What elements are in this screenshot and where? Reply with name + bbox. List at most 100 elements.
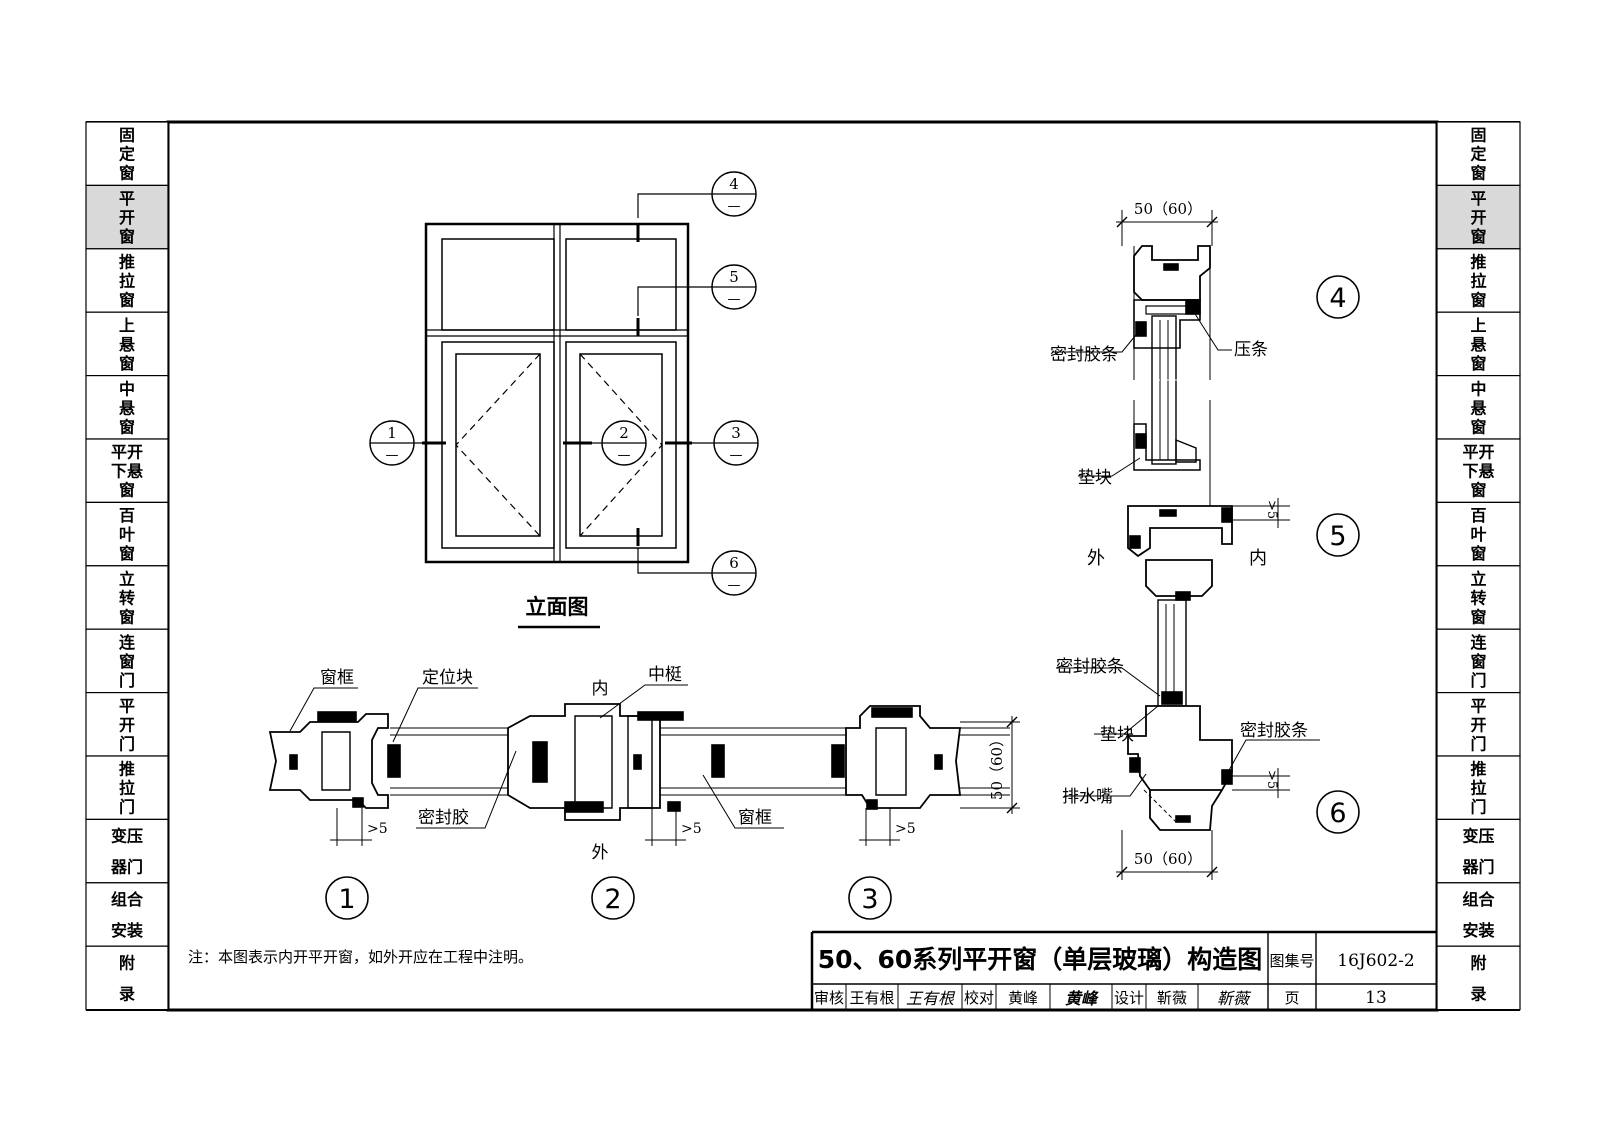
side-tab-label: 推 — [1470, 760, 1486, 779]
side-tab-right-7[interactable]: 百叶窗 — [1436, 501, 1521, 567]
designer-name: 靳薇 — [1157, 989, 1187, 1007]
sash-right — [565, 341, 677, 549]
side-tab-right-3[interactable]: 推拉窗 — [1436, 248, 1521, 313]
side-tab-right-8[interactable]: 立转窗 — [1436, 565, 1521, 630]
side-tabs-right: 固定窗平开窗推拉窗上悬窗中悬窗平开下悬窗百叶窗立转窗连窗门平开门推拉门变压器门组… — [1436, 121, 1521, 1011]
side-tab-left-8[interactable]: 立转窗 — [85, 565, 169, 630]
elevation-drawing — [392, 193, 714, 574]
side-tab-left-2[interactable]: 平开窗 — [85, 184, 169, 250]
side-tab-label: 窗 — [1470, 354, 1486, 373]
side-tab-right-1[interactable]: 固定窗 — [1436, 121, 1521, 187]
plan-section-labels: 窗框 定位块 内 中梃 密封胶 窗框 外 >5 >5 >5 50（60） — [320, 665, 1006, 863]
label-setting-block-1: 垫块 — [1078, 468, 1112, 488]
side-tab-label: 窗 — [119, 544, 135, 563]
label-seal-strip-2: 密封胶条 — [1056, 657, 1124, 677]
plan-section-drawing — [268, 684, 1020, 846]
section-marker-sub: — — [728, 292, 741, 307]
side-tab-label: 门 — [1470, 734, 1486, 753]
atlas-number: 16J602-2 — [1337, 951, 1414, 971]
side-tab-right-14[interactable]: 附录 — [1436, 945, 1521, 1011]
section-marker-number: 2 — [619, 424, 629, 442]
side-tab-left-14[interactable]: 附录 — [85, 945, 169, 1011]
side-tab-label: 固 — [119, 126, 135, 145]
side-tab-label: 上 — [119, 316, 135, 335]
side-tabs-left: 固定窗平开窗推拉窗上悬窗中悬窗平开下悬窗百叶窗立转窗连窗门平开门推拉门变压器门组… — [85, 121, 169, 1011]
dim-top-vertical: 50（60） — [1134, 200, 1202, 218]
side-tab-label: 变压 — [1462, 827, 1494, 846]
label-vertical-inside: 内 — [1249, 548, 1267, 569]
side-tab-left-4[interactable]: 上悬窗 — [85, 311, 169, 377]
label-seal-strip-3: 密封胶条 — [1240, 721, 1308, 741]
side-tab-label: 叶 — [119, 525, 135, 544]
label-sealant: 密封胶 — [418, 808, 469, 828]
section-marker-sub: — — [730, 448, 743, 463]
side-tab-right-4[interactable]: 上悬窗 — [1436, 311, 1521, 377]
side-tab-left-7[interactable]: 百叶窗 — [85, 501, 169, 567]
side-tab-label: 叶 — [1470, 525, 1486, 544]
side-tab-left-1[interactable]: 固定窗 — [85, 121, 169, 187]
side-tab-label: 推 — [119, 760, 135, 779]
section-marker-number: 3 — [731, 424, 741, 442]
side-tab-right-11[interactable]: 推拉门 — [1436, 755, 1521, 821]
side-tab-label: 开 — [1470, 208, 1486, 227]
side-tab-label: 推 — [1470, 253, 1486, 272]
side-tab-label: 转 — [1470, 589, 1486, 608]
side-tab-label: 窗 — [119, 608, 135, 627]
side-tab-label: 平开 — [1462, 443, 1494, 462]
side-tab-label: 门 — [119, 734, 135, 753]
fixed-pane-right — [565, 238, 677, 331]
detail-number-6: 6 — [1316, 790, 1360, 834]
detail-number-text: 3 — [861, 884, 878, 915]
side-tab-label: 悬 — [1469, 398, 1486, 417]
side-tab-label: 拉 — [1470, 272, 1486, 291]
detail-number-1: 1 — [325, 876, 369, 920]
side-tab-left-5[interactable]: 中悬窗 — [85, 375, 169, 440]
side-tab-label: 平 — [119, 696, 135, 715]
vertical-section-drawing — [1052, 210, 1320, 880]
label-mullion: 中梃 — [648, 665, 682, 685]
side-tab-label: 窗 — [1470, 227, 1486, 246]
side-tab-label: 连 — [1470, 633, 1487, 652]
label-outside: 外 — [592, 843, 609, 863]
side-tab-label: 器门 — [110, 858, 143, 877]
dim-depth-plan: 50（60） — [988, 732, 1006, 800]
detail-number-2: 2 — [591, 876, 635, 920]
page-number: 13 — [1365, 988, 1387, 1008]
side-tab-left-9[interactable]: 连窗门 — [85, 628, 169, 694]
side-tab-label: 开 — [119, 715, 135, 734]
side-tab-label: 窗 — [1470, 291, 1486, 310]
side-tab-left-3[interactable]: 推拉窗 — [85, 248, 169, 313]
side-tab-label: 窗 — [1470, 164, 1486, 183]
side-tab-label: 下悬 — [111, 462, 143, 481]
window-outer-frame — [424, 222, 690, 564]
side-tab-right-5[interactable]: 中悬窗 — [1436, 375, 1521, 440]
section-marker-number: 6 — [729, 554, 739, 572]
opening-indicator-left — [455, 353, 541, 537]
drawing-note: 注：本图表示内开平开窗，如外开应在工程中注明。 — [188, 948, 533, 966]
side-tab-right-10[interactable]: 平开门 — [1436, 691, 1521, 757]
designer-signature: 靳薇 — [1217, 989, 1252, 1008]
section-marker-4: 4— — [711, 171, 757, 217]
side-tab-label: 窗 — [1470, 652, 1486, 671]
side-tab-left-11[interactable]: 推拉门 — [85, 755, 169, 821]
side-tab-label: 门 — [119, 671, 135, 690]
side-tab-right-2[interactable]: 平开窗 — [1436, 184, 1521, 250]
side-tab-label: 中 — [119, 379, 135, 398]
section-marker-number: 1 — [387, 424, 397, 442]
sash-left — [441, 341, 555, 549]
detail-number-3: 3 — [848, 876, 892, 920]
section-marker-5: 5— — [711, 264, 757, 310]
section-marker-6: 6— — [711, 550, 757, 596]
elevation-section-markers: 1—2—3—4—5—6— — [369, 171, 759, 596]
side-tab-label: 开 — [1470, 715, 1486, 734]
title-block — [810, 930, 1437, 1010]
side-tab-right-9[interactable]: 连窗门 — [1436, 628, 1521, 694]
side-tab-label: 转 — [119, 589, 135, 608]
side-tab-left-10[interactable]: 平开门 — [85, 691, 169, 757]
